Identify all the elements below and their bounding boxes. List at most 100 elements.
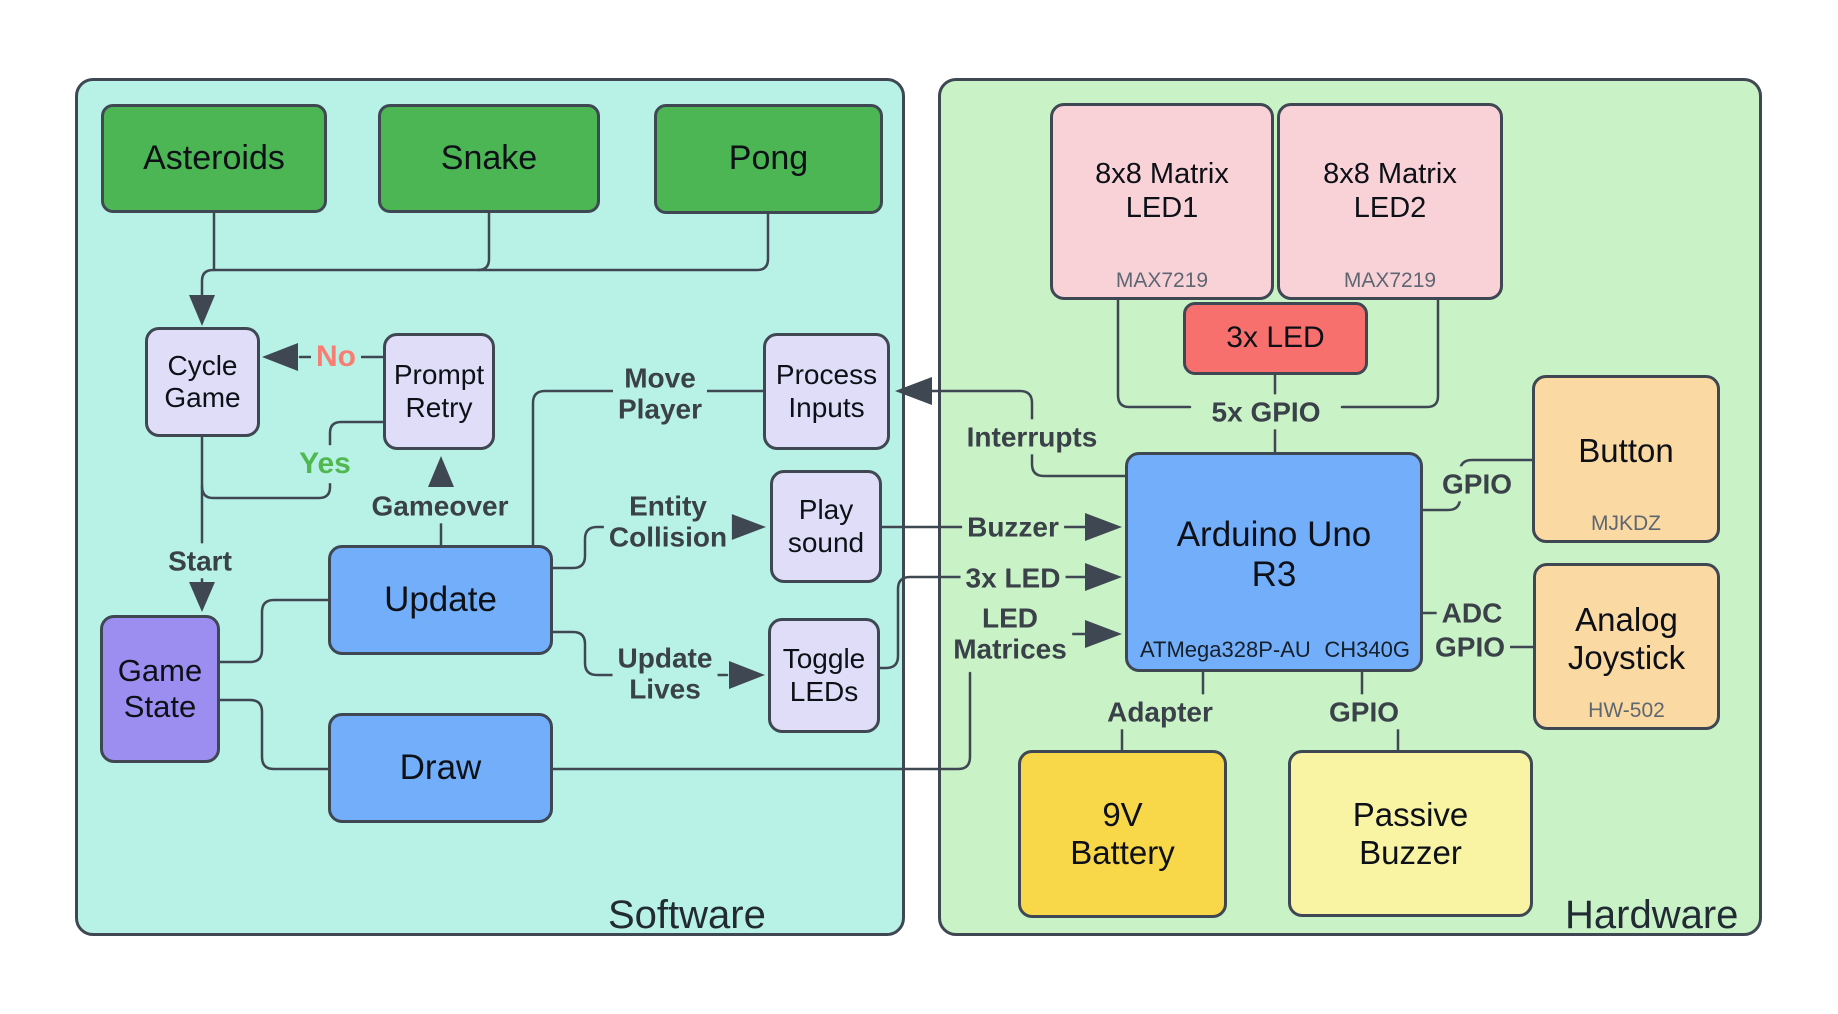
node-snake: Snake <box>378 104 600 213</box>
node-process-inputs: Process Inputs <box>763 333 890 450</box>
edge-3xled <box>878 575 1087 670</box>
label-adc: ADC <box>1436 595 1508 631</box>
node-snake-label: Snake <box>440 138 538 177</box>
node-toggle-leds-line2: LEDs <box>789 675 859 707</box>
node-game-state: Game State <box>100 615 220 763</box>
node-passive-buzzer-line2: Buzzer <box>1359 833 1462 871</box>
label-move-player: Move Player <box>612 360 708 428</box>
node-9v-battery-line1: 9V <box>1102 796 1143 834</box>
node-cycle-game-line2: Game <box>164 382 241 413</box>
label-buzzer: Buzzer <box>962 509 1064 545</box>
node-update-label: Update <box>384 579 497 619</box>
edge-gamestate-update <box>218 598 330 664</box>
node-asteroids-label: Asteroids <box>143 138 285 177</box>
edge-matrix2-gpio5 <box>1340 298 1440 409</box>
label-led-matrices-line2: Matrices <box>953 634 1067 665</box>
edge-draw-matrices <box>551 671 972 771</box>
label-gpio-passive-buzzer: GPIO <box>1323 694 1405 730</box>
node-pong: Pong <box>654 104 883 214</box>
node-matrix-led1: 8x8 Matrix LED1 MAX7219 <box>1050 103 1274 300</box>
node-matrix-led1-chip: MAX7219 <box>1115 269 1209 292</box>
label-led-matrices: LED Matrices <box>948 600 1072 668</box>
node-passive-buzzer: Passive Buzzer <box>1288 750 1533 917</box>
node-prompt-retry: Prompt Retry <box>383 333 495 450</box>
label-entity-collision: Entity Collision <box>603 488 733 556</box>
edge-yes <box>200 420 385 500</box>
label-update-lives: Update Lives <box>612 640 718 708</box>
node-play-sound-line2: sound <box>787 526 865 558</box>
node-process-inputs-line2: Inputs <box>788 391 865 423</box>
edge-entity-collision <box>551 525 729 570</box>
hardware-panel-title: Hardware <box>1565 893 1739 937</box>
node-matrix-led1-line1: 8x8 Matrix <box>1095 158 1229 191</box>
node-cycle-game-line1: Cycle <box>167 349 238 381</box>
node-draw: Draw <box>328 713 553 823</box>
node-arduino-line2: R3 <box>1251 555 1297 594</box>
arrowhead-play-sound <box>729 513 766 541</box>
label-gpio-joystick: GPIO <box>1429 629 1511 665</box>
edge-pong-bus <box>200 211 770 297</box>
node-matrix-led2-line2: LED2 <box>1353 191 1427 224</box>
node-game-state-line1: Game <box>117 653 203 689</box>
node-3x-led-label: 3x LED <box>1226 321 1325 355</box>
arrowhead-start <box>189 582 215 612</box>
label-entity-collision-line2: Collision <box>608 522 728 553</box>
label-move-player-line1: Move <box>624 362 696 394</box>
arrowhead-toggle-leds <box>729 661 765 689</box>
node-prompt-retry-line1: Prompt <box>393 359 485 391</box>
node-passive-buzzer-line1: Passive <box>1352 795 1469 833</box>
label-move-player-line2: Player <box>617 394 703 425</box>
label-3x-led: 3x LED <box>960 560 1066 596</box>
arrowhead-buzzer <box>1085 513 1122 541</box>
node-matrix-led2-chip: MAX7219 <box>1343 269 1437 292</box>
edge-update-lives <box>551 630 729 677</box>
node-prompt-retry-line2: Retry <box>405 391 473 423</box>
node-button-label: Button <box>1578 432 1674 470</box>
label-no: No <box>311 338 361 376</box>
label-start: Start <box>163 543 237 579</box>
arrowhead-3xled <box>1085 563 1122 591</box>
node-button: Button MJKDZ <box>1532 375 1720 543</box>
node-arduino-chip-atmega: ATMega328P-AU <box>1140 637 1311 662</box>
node-draw-label: Draw <box>399 747 482 787</box>
node-analog-joystick-chip: HW-502 <box>1588 699 1665 722</box>
edge-matrix1-gpio5 <box>1116 298 1192 409</box>
node-matrix-led2: 8x8 Matrix LED2 MAX7219 <box>1277 103 1503 300</box>
node-play-sound-line1: Play <box>798 494 854 526</box>
label-5x-gpio: 5x GPIO <box>1206 394 1326 430</box>
label-gameover: Gameover <box>366 488 514 524</box>
label-update-lives-line1: Update <box>617 642 713 674</box>
node-pong-label: Pong <box>728 139 809 178</box>
arrowhead-process-inputs <box>895 377 932 405</box>
node-play-sound: Play sound <box>770 470 882 583</box>
label-entity-collision-line1: Entity <box>629 490 707 522</box>
node-toggle-leds: Toggle LEDs <box>768 618 880 733</box>
node-cycle-game: Cycle Game <box>145 327 260 437</box>
node-button-chip: MJKDZ <box>1591 512 1661 535</box>
arrowhead-led-matrices <box>1085 620 1122 648</box>
node-matrix-led1-line2: LED1 <box>1125 191 1199 224</box>
node-asteroids: Asteroids <box>101 104 327 213</box>
node-game-state-line2: State <box>123 689 197 724</box>
label-led-matrices-line1: LED <box>982 602 1038 634</box>
node-analog-joystick: Analog Joystick HW-502 <box>1533 563 1720 730</box>
software-panel-title: Software <box>608 893 766 937</box>
node-process-inputs-line1: Process <box>775 359 878 391</box>
arrowhead-no <box>262 343 298 371</box>
node-arduino-line1: Arduino Uno <box>1176 514 1372 554</box>
node-update: Update <box>328 545 553 655</box>
edge-gamestate-draw <box>218 698 330 771</box>
edge-move-player <box>531 389 765 547</box>
node-3x-led: 3x LED <box>1183 302 1368 375</box>
node-9v-battery-line2: Battery <box>1070 834 1175 871</box>
node-matrix-led2-line1: 8x8 Matrix <box>1323 158 1457 191</box>
node-9v-battery: 9V Battery <box>1018 750 1227 918</box>
edge-snake-bus <box>476 211 491 272</box>
node-arduino: Arduino Uno R3 ATMega328P-AU CH340G <box>1125 452 1423 672</box>
label-update-lives-line2: Lives <box>629 674 701 705</box>
arrowhead-gameover <box>428 456 454 487</box>
label-adapter: Adapter <box>1102 694 1218 730</box>
node-analog-joystick-line2: Joystick <box>1567 638 1686 676</box>
node-analog-joystick-line1: Analog <box>1575 600 1678 638</box>
